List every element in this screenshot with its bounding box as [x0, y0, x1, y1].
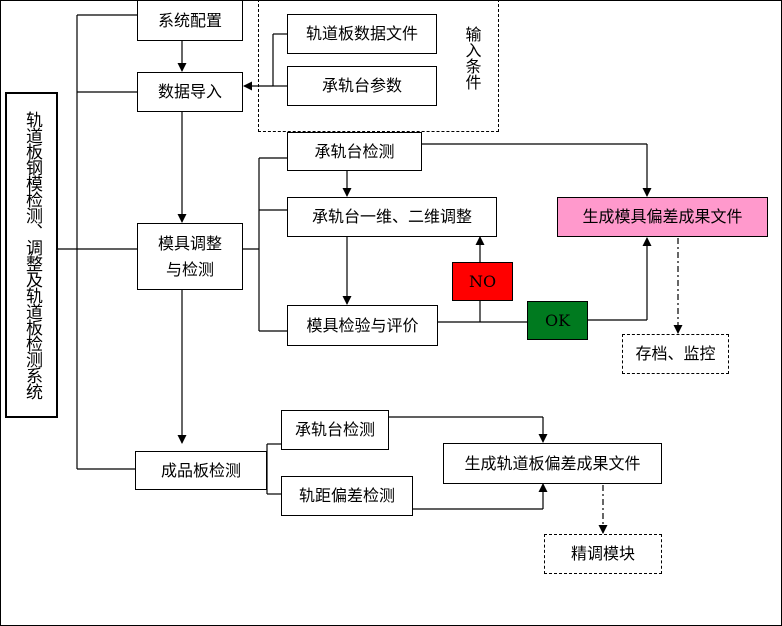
system-title-text: 轨道板钢模检测、调整及轨道板检测系统 [22, 111, 42, 399]
rail-bearing-adjust-label: 承轨台一维、二维调整 [311, 207, 472, 226]
mold-adjust-box: 模具调整 与检测 [137, 223, 243, 290]
input-conditions-group [258, 1, 499, 132]
mold-adjust-label-line1: 模具调整 [157, 233, 222, 253]
board-rail-bearing-detect-box: 承轨台检测 [281, 410, 389, 450]
fine-tune-module-box: 精调模块 [544, 534, 662, 574]
no-decision-box: NO [452, 262, 513, 301]
fine-tune-module-label: 精调模块 [570, 544, 635, 563]
mold-inspect-eval-label: 模具检验与评价 [306, 315, 419, 335]
rail-bearing-detect-label: 承轨台检测 [314, 141, 395, 161]
mold-deviation-file-label: 生成模具偏差成果文件 [582, 207, 743, 226]
rail-bearing-params-box: 承轨台参数 [287, 66, 437, 106]
archive-monitor-label: 存档、监控 [635, 344, 716, 363]
input-conditions-label-box: 输入条件 [459, 13, 485, 103]
track-board-data-file-label: 轨道板数据文件 [305, 24, 418, 43]
data-import-box: 数据导入 [137, 72, 243, 112]
system-config-label: 系统配置 [157, 10, 222, 30]
gauge-deviation-detect-label: 轨距偏差检测 [298, 486, 395, 505]
input-conditions-label: 输入条件 [462, 26, 482, 90]
finished-board-detect-label: 成品板检测 [160, 460, 241, 480]
mold-adjust-label-line2: 与检测 [165, 259, 214, 279]
ok-decision-label: OK [544, 310, 571, 330]
track-board-data-file-box: 轨道板数据文件 [287, 14, 437, 54]
system-config-box: 系统配置 [137, 1, 243, 41]
rail-bearing-params-label: 承轨台参数 [321, 76, 402, 95]
mold-inspect-eval-box: 模具检验与评价 [287, 305, 438, 346]
no-decision-label: NO [468, 271, 497, 291]
system-title: 轨道板钢模检测、调整及轨道板检测系统 [5, 92, 58, 418]
board-deviation-file-label: 生成轨道板偏差成果文件 [464, 453, 641, 473]
board-deviation-file-box: 生成轨道板偏差成果文件 [443, 443, 662, 484]
archive-monitor-box: 存档、监控 [622, 334, 729, 374]
ok-decision-box: OK [527, 301, 588, 340]
data-import-label: 数据导入 [157, 82, 222, 101]
rail-bearing-detect-box: 承轨台检测 [287, 132, 422, 171]
finished-board-detect-box: 成品板检测 [135, 451, 267, 490]
gauge-deviation-detect-box: 轨距偏差检测 [281, 476, 413, 516]
mold-deviation-file-box: 生成模具偏差成果文件 [557, 197, 768, 237]
rail-bearing-adjust-box: 承轨台一维、二维调整 [287, 197, 497, 237]
board-rail-bearing-detect-label: 承轨台检测 [294, 420, 375, 439]
